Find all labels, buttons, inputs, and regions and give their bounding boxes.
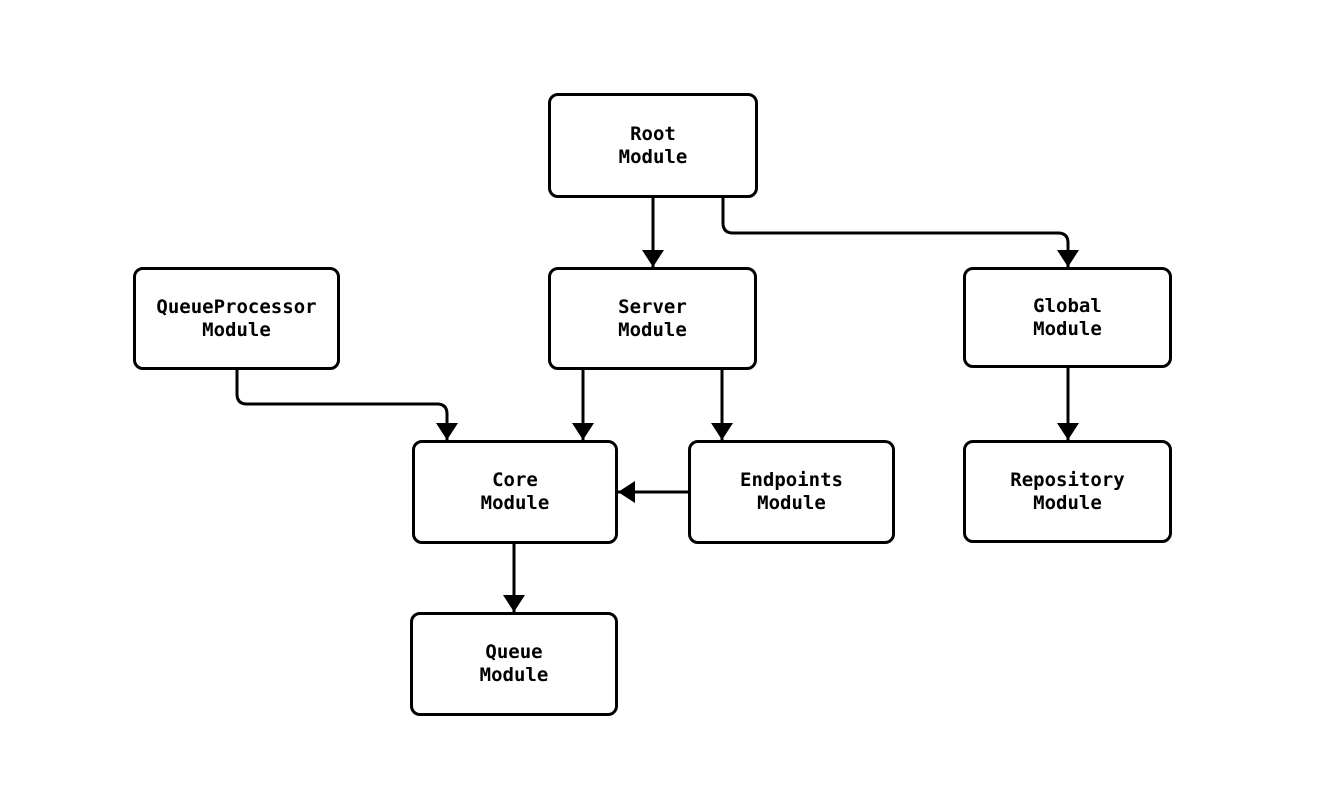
arrowhead-server-module-to-endpoints-module — [711, 423, 733, 440]
node-label-line: QueueProcessor — [156, 295, 317, 318]
node-label-line: Module — [480, 492, 550, 514]
arrowhead-queueprocessor-module-to-core-module — [436, 423, 458, 440]
arrowhead-core-module-to-queue-module — [503, 595, 525, 612]
node-label-line: Repository — [1010, 468, 1125, 491]
arrowhead-endpoints-module-to-core-module — [618, 481, 635, 503]
node-label-line: Module — [618, 318, 687, 341]
node-label-line: Module — [202, 318, 271, 341]
node-label-line: Module — [618, 145, 688, 168]
arrowhead-global-module-to-repository-module — [1057, 423, 1079, 440]
node-label-line: Endpoints — [740, 469, 843, 491]
node-label-line: Module — [757, 492, 826, 514]
node-label-line: Queue — [485, 641, 543, 663]
node-label-line: Root — [630, 122, 676, 145]
edge-queueprocessor-module-to-core-module — [235, 370, 449, 440]
node-label-line: Server — [618, 295, 687, 318]
arrowhead-root-module-to-server-module — [642, 250, 664, 267]
edge-root-module-to-global-module — [721, 198, 1070, 267]
node-label-line: Global — [1033, 294, 1102, 317]
arrowhead-server-module-to-core-module — [572, 423, 594, 440]
node-label-line: Module — [479, 664, 549, 686]
arrowhead-root-module-to-global-module — [1057, 250, 1079, 267]
node-label-line: Module — [1033, 491, 1102, 514]
node-label-line: Module — [1033, 317, 1102, 340]
node-label-line: Core — [492, 469, 538, 491]
